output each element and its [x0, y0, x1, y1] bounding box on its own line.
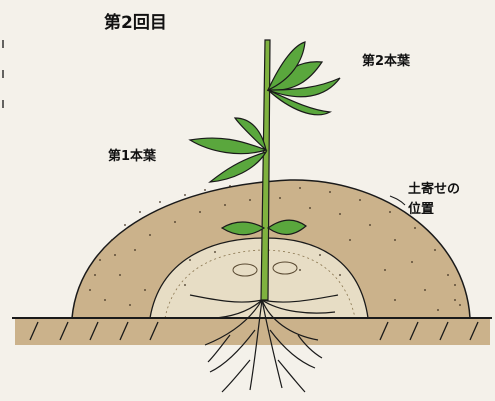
- diagram-title: 第2回目: [104, 8, 167, 33]
- first-true-leaf: [190, 118, 266, 182]
- second-true-leaf: [268, 42, 340, 115]
- hilling-position-line2: 位置: [408, 202, 434, 217]
- ground-surface: [15, 318, 490, 345]
- hilling-position-pointer: [390, 196, 405, 205]
- stem: [261, 40, 270, 300]
- first-leaf-label: 第1本葉: [108, 145, 156, 164]
- hilling-position-label: 土寄せの 位置: [408, 180, 494, 220]
- second-leaf-label: 第2本葉: [362, 50, 410, 69]
- hilling-position-line1: 土寄せの: [408, 182, 460, 197]
